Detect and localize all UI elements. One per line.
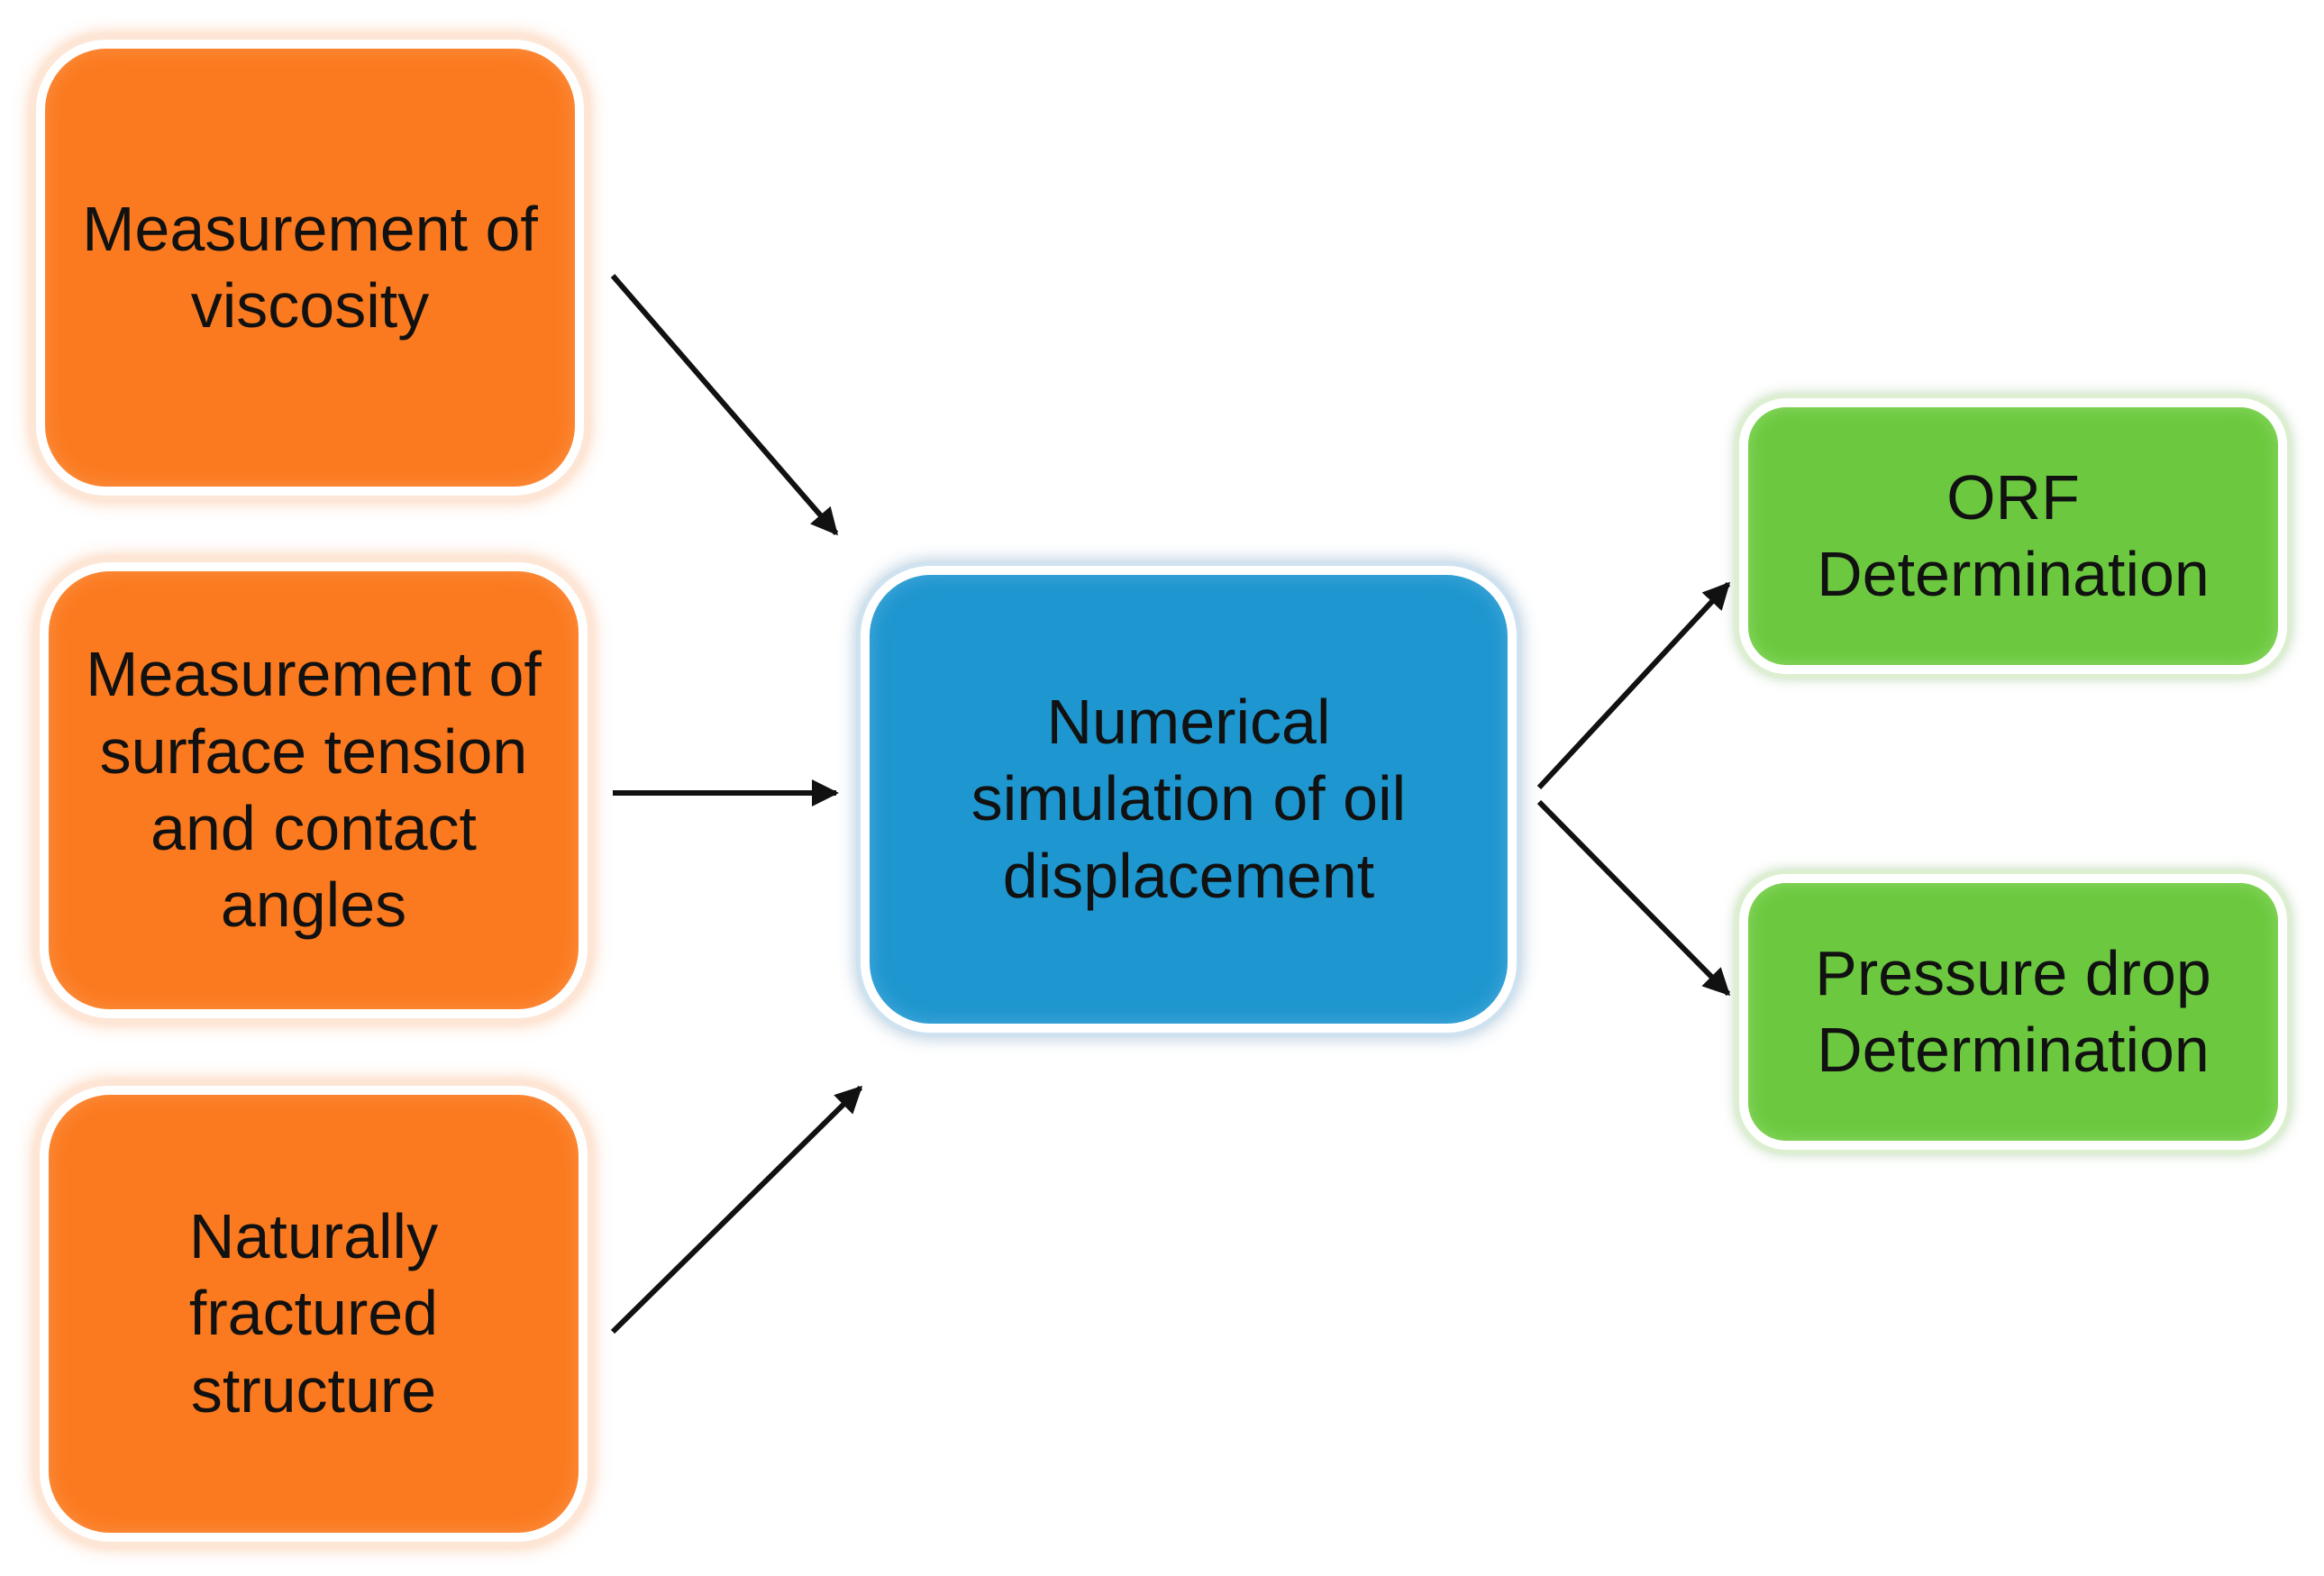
input-label-fractured-structure: Naturally fractured structure: [188, 1200, 439, 1426]
arrow-fractured-structure-to-simulation: [610, 1085, 863, 1335]
output-box-pressure-drop: Pressure drop Determination: [1739, 874, 2287, 1150]
input-box-viscosity: Measurement of viscosity: [36, 40, 584, 496]
input-label-viscosity: Measurement of viscosity: [82, 193, 538, 341]
output-box-orf: ORF Determination: [1739, 398, 2287, 674]
output-label-orf: ORF Determination: [1817, 461, 2210, 609]
process-label: Numerical simulation of oil displacement: [971, 686, 1407, 911]
input-label-surface-tension: Measurement of surface tension and conta…: [86, 639, 542, 941]
input-box-fractured-structure: Naturally fractured structure: [40, 1086, 588, 1542]
arrow-simulation-to-pressure-drop: [1536, 799, 1731, 997]
output-label-pressure-drop: Pressure drop Determination: [1815, 937, 2211, 1085]
input-box-surface-tension: Measurement of surface tension and conta…: [40, 562, 588, 1018]
arrow-viscosity-to-simulation: [610, 274, 839, 536]
arrow-simulation-to-orf: [1536, 581, 1731, 790]
process-box-numerical-simulation: Numerical simulation of oil displacement: [861, 566, 1517, 1033]
